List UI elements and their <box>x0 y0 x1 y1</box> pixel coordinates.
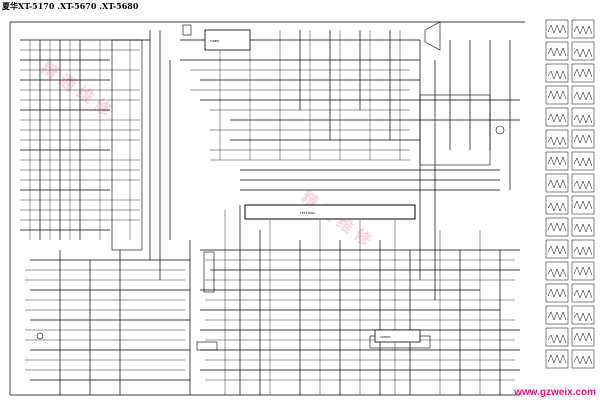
waveform-trace <box>573 134 593 144</box>
secondary-wiring <box>20 30 515 395</box>
waveform-thumb <box>545 19 569 39</box>
waveform-thumb <box>571 283 595 303</box>
waveform-trace <box>547 245 567 255</box>
waveform-thumb <box>571 129 595 149</box>
tuner-label: TUNER <box>210 39 219 43</box>
waveform-thumb <box>571 63 595 83</box>
waveform-trace <box>573 25 593 35</box>
waveform-trace <box>547 179 567 189</box>
waveform-thumb <box>545 239 569 259</box>
waveform-thumb <box>571 261 595 281</box>
ic-chips: TB1238AN TUNER OUTPUT <box>204 29 421 343</box>
waveform-trace <box>573 332 593 342</box>
waveform-thumb <box>571 217 595 237</box>
waveform-thumb <box>571 151 595 171</box>
waveform-trace <box>547 334 567 344</box>
waveform-trace <box>547 354 567 364</box>
waveform-thumb <box>545 217 569 237</box>
waveform-thumb <box>545 327 569 347</box>
waveform-thumb <box>545 173 569 193</box>
waveform-trace <box>573 289 593 299</box>
waveform-trace <box>573 200 593 210</box>
waveform-trace <box>547 90 567 100</box>
waveform-trace <box>547 222 567 232</box>
waveform-panel <box>545 19 595 369</box>
waveform-thumb <box>571 349 595 369</box>
waveform-thumb <box>571 173 595 193</box>
waveform-trace <box>547 268 567 278</box>
waveform-trace <box>547 311 567 321</box>
waveform-trace <box>573 223 593 233</box>
waveform-trace <box>573 312 593 322</box>
waveform-trace <box>547 202 567 212</box>
waveform-thumb <box>545 283 569 303</box>
waveform-trace <box>573 180 593 190</box>
waveform-thumb <box>571 85 595 105</box>
waveform-thumb <box>571 327 595 347</box>
main-ic-label: TB1238AN <box>300 211 315 215</box>
waveform-trace <box>573 114 593 124</box>
waveform-thumb <box>571 19 595 39</box>
waveform-thumb <box>571 107 595 127</box>
waveform-thumb <box>545 63 569 83</box>
waveform-thumb <box>571 195 595 215</box>
waveform-trace <box>573 91 593 101</box>
waveform-trace <box>547 47 567 57</box>
waveform-thumb <box>545 261 569 281</box>
waveform-thumb <box>545 349 569 369</box>
watermark-url: www.gzweix.com <box>514 387 596 398</box>
waveform-trace <box>573 157 593 167</box>
waveform-trace <box>573 246 593 256</box>
waveform-thumb <box>571 41 595 61</box>
waveform-thumb <box>571 305 595 325</box>
waveform-trace <box>547 70 567 80</box>
waveform-thumb <box>571 239 595 259</box>
waveform-trace <box>573 68 593 78</box>
waveform-trace <box>573 266 593 276</box>
waveform-trace <box>547 136 567 146</box>
waveform-thumb <box>545 129 569 149</box>
waveform-trace <box>547 24 567 34</box>
waveform-trace <box>547 288 567 298</box>
components <box>36 21 505 351</box>
schematic-title: 夏华XT-5170 .XT-5670 .XT-5680 <box>2 1 139 11</box>
waveform-trace <box>547 113 567 123</box>
waveform-thumb <box>545 305 569 325</box>
output-ic-label: OUTPUT <box>380 335 391 339</box>
waveform-trace <box>547 156 567 166</box>
waveform-thumb <box>545 195 569 215</box>
waveform-trace <box>573 355 593 365</box>
waveform-thumb <box>545 85 569 105</box>
waveform-thumb <box>545 107 569 127</box>
waveform-thumb <box>545 41 569 61</box>
waveform-thumb <box>545 151 569 171</box>
waveform-trace <box>573 48 593 58</box>
